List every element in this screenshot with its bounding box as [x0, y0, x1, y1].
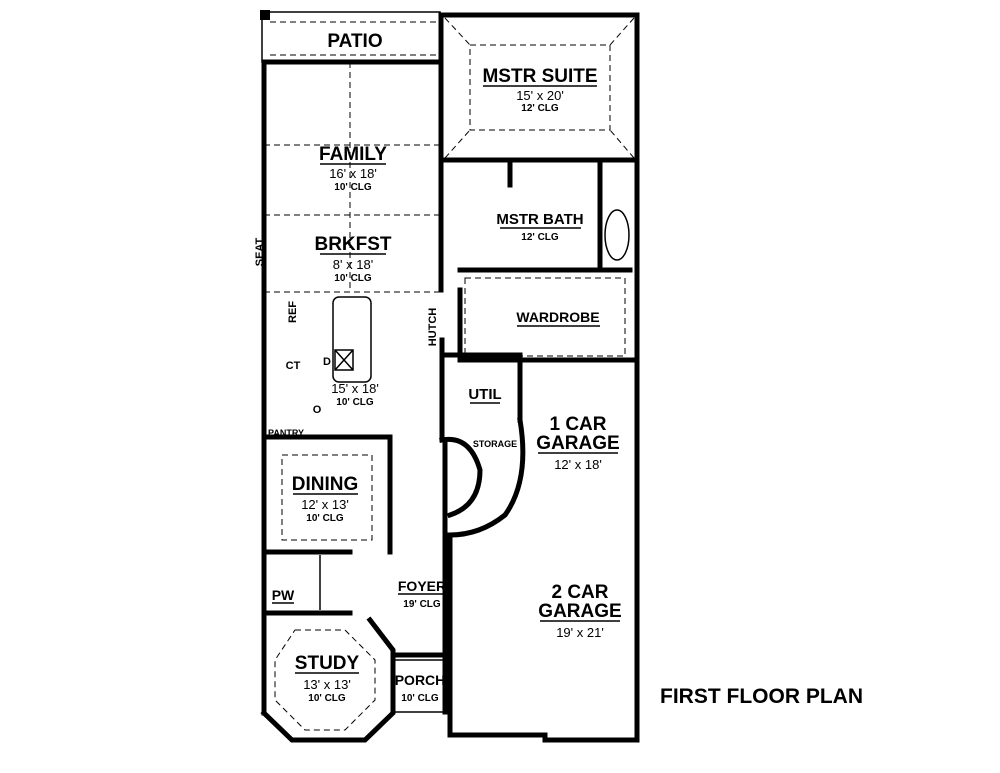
breakfast-size: 8' x 18'	[333, 257, 373, 272]
pw-label: PW	[272, 587, 295, 603]
family-ceiling: 10' CLG	[334, 182, 372, 193]
two-car-garage-line1: 2 CAR	[551, 582, 608, 603]
ct-label: CT	[286, 360, 301, 372]
porch-label: PORCH	[395, 672, 446, 688]
o-label: O	[313, 404, 322, 416]
util-label: UTIL	[468, 386, 501, 403]
seat-label: SEAT	[254, 237, 266, 266]
study-label: STUDY	[295, 653, 360, 674]
master-suite-ceiling: 12' CLG	[521, 103, 559, 114]
master-bath-ceiling: 12' CLG	[521, 232, 559, 243]
family-label: FAMILY	[319, 144, 387, 165]
d-label: D	[323, 356, 331, 368]
study-size: 13' x 13'	[303, 677, 351, 692]
study-ceiling: 10' CLG	[308, 693, 346, 704]
dining-label: DINING	[292, 474, 359, 495]
plan-title: FIRST FLOOR PLAN	[660, 685, 863, 708]
kitchen-size: 15' x 18'	[331, 381, 379, 396]
two-car-garage-line2: GARAGE	[538, 601, 621, 622]
hutch-label: HUTCH	[427, 308, 439, 347]
foyer-ceiling: 19' CLG	[403, 599, 441, 610]
master-suite-label: MSTR SUITE	[482, 66, 597, 87]
porch-ceiling: 10' CLG	[401, 693, 439, 704]
walls	[260, 12, 640, 743]
breakfast-ceiling: 10' CLG	[334, 273, 372, 284]
patio-label: PATIO	[327, 31, 382, 52]
wardrobe-label: WARDROBE	[516, 309, 599, 325]
room-labels: PATIO MSTR SUITE 15' x 20' 12' CLG FAMIL…	[254, 31, 622, 704]
ref-label: REF	[287, 301, 299, 323]
pantry-label: PANTRY	[268, 428, 304, 438]
storage-label: STORAGE	[473, 439, 517, 449]
one-car-garage-line1: 1 CAR	[549, 414, 606, 435]
two-car-garage-size: 19' x 21'	[556, 625, 604, 640]
breakfast-label: BRKFST	[314, 234, 391, 255]
dining-size: 12' x 13'	[301, 497, 349, 512]
family-size: 16' x 18'	[329, 166, 377, 181]
one-car-garage-line2: GARAGE	[536, 433, 619, 454]
one-car-garage-size: 12' x 18'	[554, 457, 602, 472]
foyer-label: FOYER	[398, 578, 446, 594]
master-bath-label: MSTR BATH	[496, 211, 583, 228]
kitchen-ceiling: 10' CLG	[336, 397, 374, 408]
master-suite-size: 15' x 20'	[516, 88, 564, 103]
dining-ceiling: 10' CLG	[306, 513, 344, 524]
